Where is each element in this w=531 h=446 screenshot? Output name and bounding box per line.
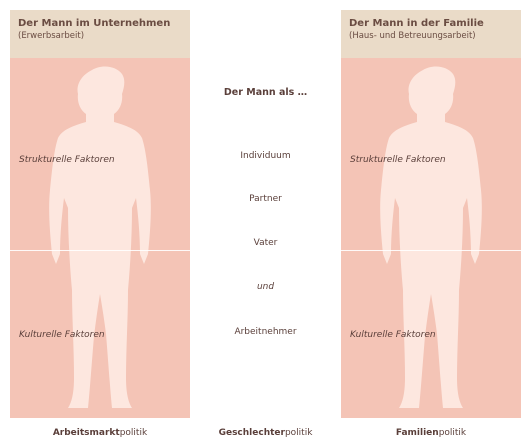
middle-item-vater: Vater <box>253 238 278 248</box>
left-panel-divider <box>10 250 190 251</box>
footer-geschlechterpolitik: Geschlechterpolitik <box>200 428 331 438</box>
man-silhouette-icon <box>341 58 521 418</box>
footer-mid-bold: Geschlechter <box>218 428 285 438</box>
left-cultural-factors-label: Kulturelle Faktoren <box>19 330 105 340</box>
footer-left-rest: politik <box>119 428 148 438</box>
footer-left-bold: Arbeitsmarkt <box>52 428 120 438</box>
footer-right-rest: politik <box>438 428 467 438</box>
middle-heading: Der Mann als … <box>223 87 308 98</box>
footer-familienpolitik: Familienpolitik <box>341 428 521 438</box>
right-panel-header: Der Mann in der Familie (Haus- und Betre… <box>341 10 521 58</box>
right-panel-subtitle: (Haus- und Betreuungsarbeit) <box>349 31 476 41</box>
man-silhouette-icon <box>10 58 190 418</box>
footer-arbeitsmarktpolitik: Arbeitsmarktpolitik <box>10 428 190 438</box>
right-structural-factors-label: Strukturelle Faktoren <box>350 155 446 165</box>
right-panel-familie: Der Mann in der Familie (Haus- und Betre… <box>341 10 521 418</box>
footer-right-bold: Familien <box>395 428 439 438</box>
left-panel-unternehmen: Der Mann im Unternehmen (Erwerbsarbeit) … <box>10 10 190 418</box>
left-structural-factors-label: Strukturelle Faktoren <box>19 155 115 165</box>
footer-mid-rest: politik <box>284 428 313 438</box>
right-cultural-factors-label: Kulturelle Faktoren <box>350 330 436 340</box>
right-panel-title: Der Mann in der Familie <box>349 18 484 29</box>
left-panel-subtitle: (Erwerbsarbeit) <box>18 31 85 41</box>
middle-column: Der Mann als … Individuum Partner Vater … <box>200 0 331 418</box>
middle-item-arbeitnehmer: Arbeitnehmer <box>234 327 297 337</box>
left-panel-header: Der Mann im Unternehmen (Erwerbsarbeit) <box>10 10 190 58</box>
right-panel-divider <box>341 250 521 251</box>
left-panel-title: Der Mann im Unternehmen <box>18 18 171 29</box>
middle-item-partner: Partner <box>249 194 282 204</box>
middle-item-individuum: Individuum <box>240 151 291 161</box>
middle-item-und: und <box>256 282 275 292</box>
